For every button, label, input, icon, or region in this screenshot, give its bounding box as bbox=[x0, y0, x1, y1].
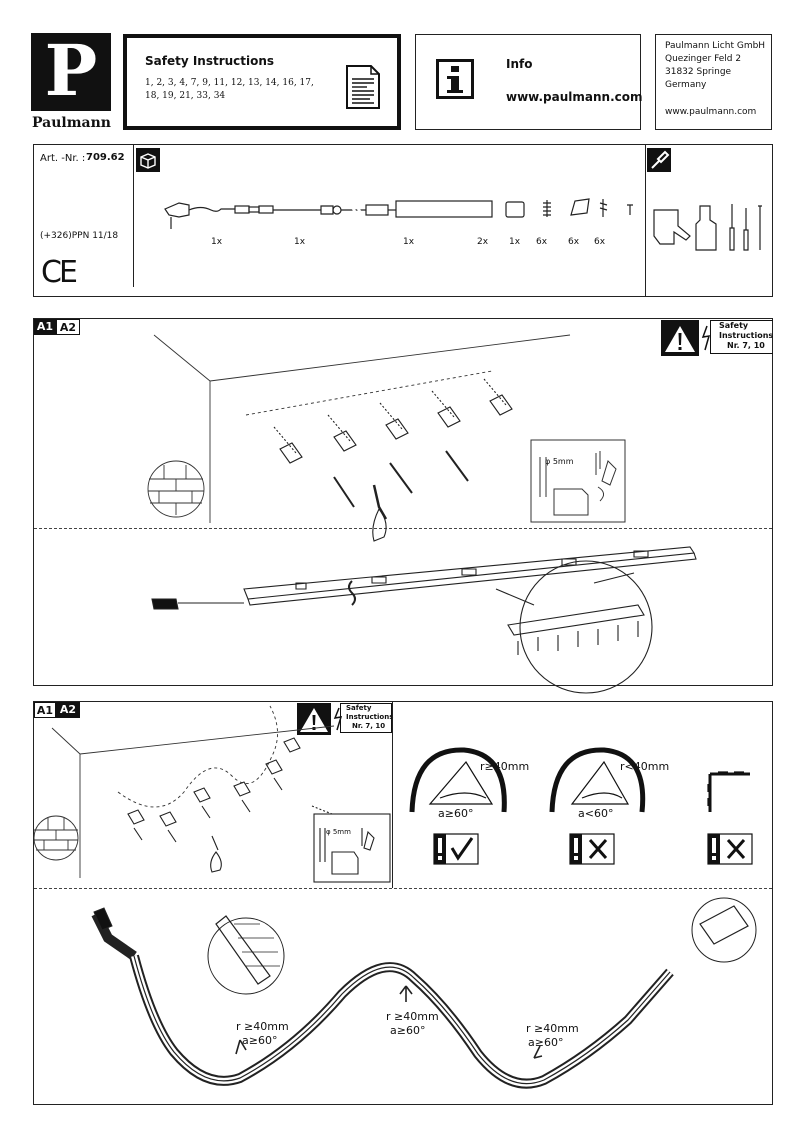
badge-a2: A2 bbox=[56, 702, 80, 718]
wall-brick-icon bbox=[147, 460, 205, 518]
logo-letter: P bbox=[44, 29, 98, 112]
strip-radius-1: r ≥40mm bbox=[236, 1020, 289, 1033]
ce-mark: CE bbox=[41, 255, 78, 290]
bend-bad-radius: r<40mm bbox=[620, 760, 670, 773]
address-web[interactable]: www.paulmann.com bbox=[665, 107, 757, 117]
section2-separator bbox=[34, 888, 772, 889]
box-icon bbox=[136, 148, 160, 172]
brand-logo: P bbox=[31, 29, 111, 112]
ppn-code: (+326)PPN 11/18 bbox=[40, 231, 119, 241]
qty-8: 6x bbox=[594, 237, 606, 247]
led-strip-wave bbox=[91, 897, 757, 1089]
bend-bad-angle: a<60° bbox=[578, 807, 614, 820]
badge-a1: A1 bbox=[34, 702, 56, 718]
qty-1: 1x bbox=[211, 237, 223, 247]
qty-3: 1x bbox=[403, 237, 415, 247]
safety-instructions-box: Safety Instructions 1, 2, 3, 4, 7, 9, 11… bbox=[123, 34, 401, 130]
check-ok-icon bbox=[433, 833, 479, 865]
article-number: 709.62 bbox=[86, 152, 125, 163]
wall-brick-icon bbox=[33, 815, 79, 861]
strip-radius-3: r ≥40mm bbox=[526, 1022, 579, 1035]
bend-ok-radius: r≥40mm bbox=[480, 760, 530, 773]
section1-separator bbox=[34, 528, 772, 529]
warning-label-2: Instructions bbox=[719, 331, 774, 340]
qty-4: 2x bbox=[477, 237, 489, 247]
warning-nr: Nr. 7, 10 bbox=[727, 341, 765, 350]
warning-label-1: Safety bbox=[719, 321, 749, 330]
cross-corner-icon bbox=[707, 833, 753, 865]
section2-vertical-divider bbox=[392, 702, 393, 888]
qty-6: 6x bbox=[536, 237, 548, 247]
info-url[interactable]: www.paulmann.com bbox=[506, 90, 643, 104]
address-line-1: Paulmann Licht GmbH bbox=[665, 41, 766, 51]
strip-angle-2: a≥60° bbox=[390, 1024, 426, 1037]
address-line-4: Germany bbox=[665, 80, 707, 90]
safety-title: Safety Instructions bbox=[145, 54, 275, 68]
screwdriver-icon bbox=[647, 148, 671, 172]
drill-diameter-label: φ 5mm bbox=[326, 828, 351, 836]
info-box: Info www.paulmann.com bbox=[415, 34, 643, 130]
brand-name: Paulmann bbox=[32, 115, 111, 131]
address-line-2: Quezinger Feld 2 bbox=[665, 54, 742, 64]
tools-illustration bbox=[653, 204, 762, 251]
info-icon bbox=[436, 59, 474, 99]
warning-border bbox=[340, 703, 392, 733]
led-strip-mounted bbox=[151, 546, 697, 694]
warning-label-2: Instructions bbox=[346, 713, 394, 721]
qty-5: 1x bbox=[509, 237, 521, 247]
parts-panel: Art. -Nr. : 709.62 (+326)PPN 11/18 CE 1x… bbox=[33, 144, 773, 297]
badge-a2: A2 bbox=[56, 319, 80, 335]
parts-illustration bbox=[164, 198, 633, 229]
parts-divider-left bbox=[133, 145, 134, 287]
safety-numbers-1: 1, 2, 3, 4, 7, 9, 11, 12, 13, 14, 16, 17… bbox=[145, 78, 314, 88]
info-title: Info bbox=[506, 57, 533, 71]
warning-border bbox=[710, 320, 773, 354]
corner-bend-diagram bbox=[707, 771, 750, 812]
cross-bad-icon bbox=[569, 833, 615, 865]
badge-a1: A1 bbox=[34, 319, 56, 335]
bend-ok-diagram bbox=[409, 747, 507, 813]
warning-label-1: Safety bbox=[346, 704, 372, 712]
wall-mounting-illustration bbox=[147, 334, 697, 694]
wave-mounting-illustration bbox=[33, 705, 757, 1089]
address-line-3: 31832 Springe bbox=[665, 67, 732, 77]
drill-inset bbox=[530, 439, 626, 523]
safety-numbers-2: 18, 19, 21, 33, 34 bbox=[145, 91, 226, 101]
warning-icon bbox=[661, 320, 711, 356]
article-label: Art. -Nr. : bbox=[40, 153, 86, 164]
strip-angle-1: a≥60° bbox=[242, 1034, 278, 1047]
address-box: Paulmann Licht GmbH Quezinger Feld 2 318… bbox=[655, 34, 772, 130]
strip-angle-3: a≥60° bbox=[528, 1036, 564, 1049]
drill-diameter-label: φ 5mm bbox=[545, 457, 574, 466]
document-icon bbox=[346, 65, 380, 109]
qty-7: 6x bbox=[568, 237, 580, 247]
section1-panel: A1 A2 Safety Instructions Nr. 7, 10 bbox=[33, 318, 774, 694]
section2-panel: A1 A2 Safety Instructions Nr. 7, 10 bbox=[33, 701, 773, 1105]
parts-divider-right bbox=[645, 145, 646, 297]
warning-nr: Nr. 7, 10 bbox=[352, 722, 386, 730]
strip-radius-2: r ≥40mm bbox=[386, 1010, 439, 1023]
bend-bad-diagram bbox=[549, 747, 646, 813]
bend-ok-angle: a≥60° bbox=[438, 807, 474, 820]
qty-2: 1x bbox=[294, 237, 306, 247]
